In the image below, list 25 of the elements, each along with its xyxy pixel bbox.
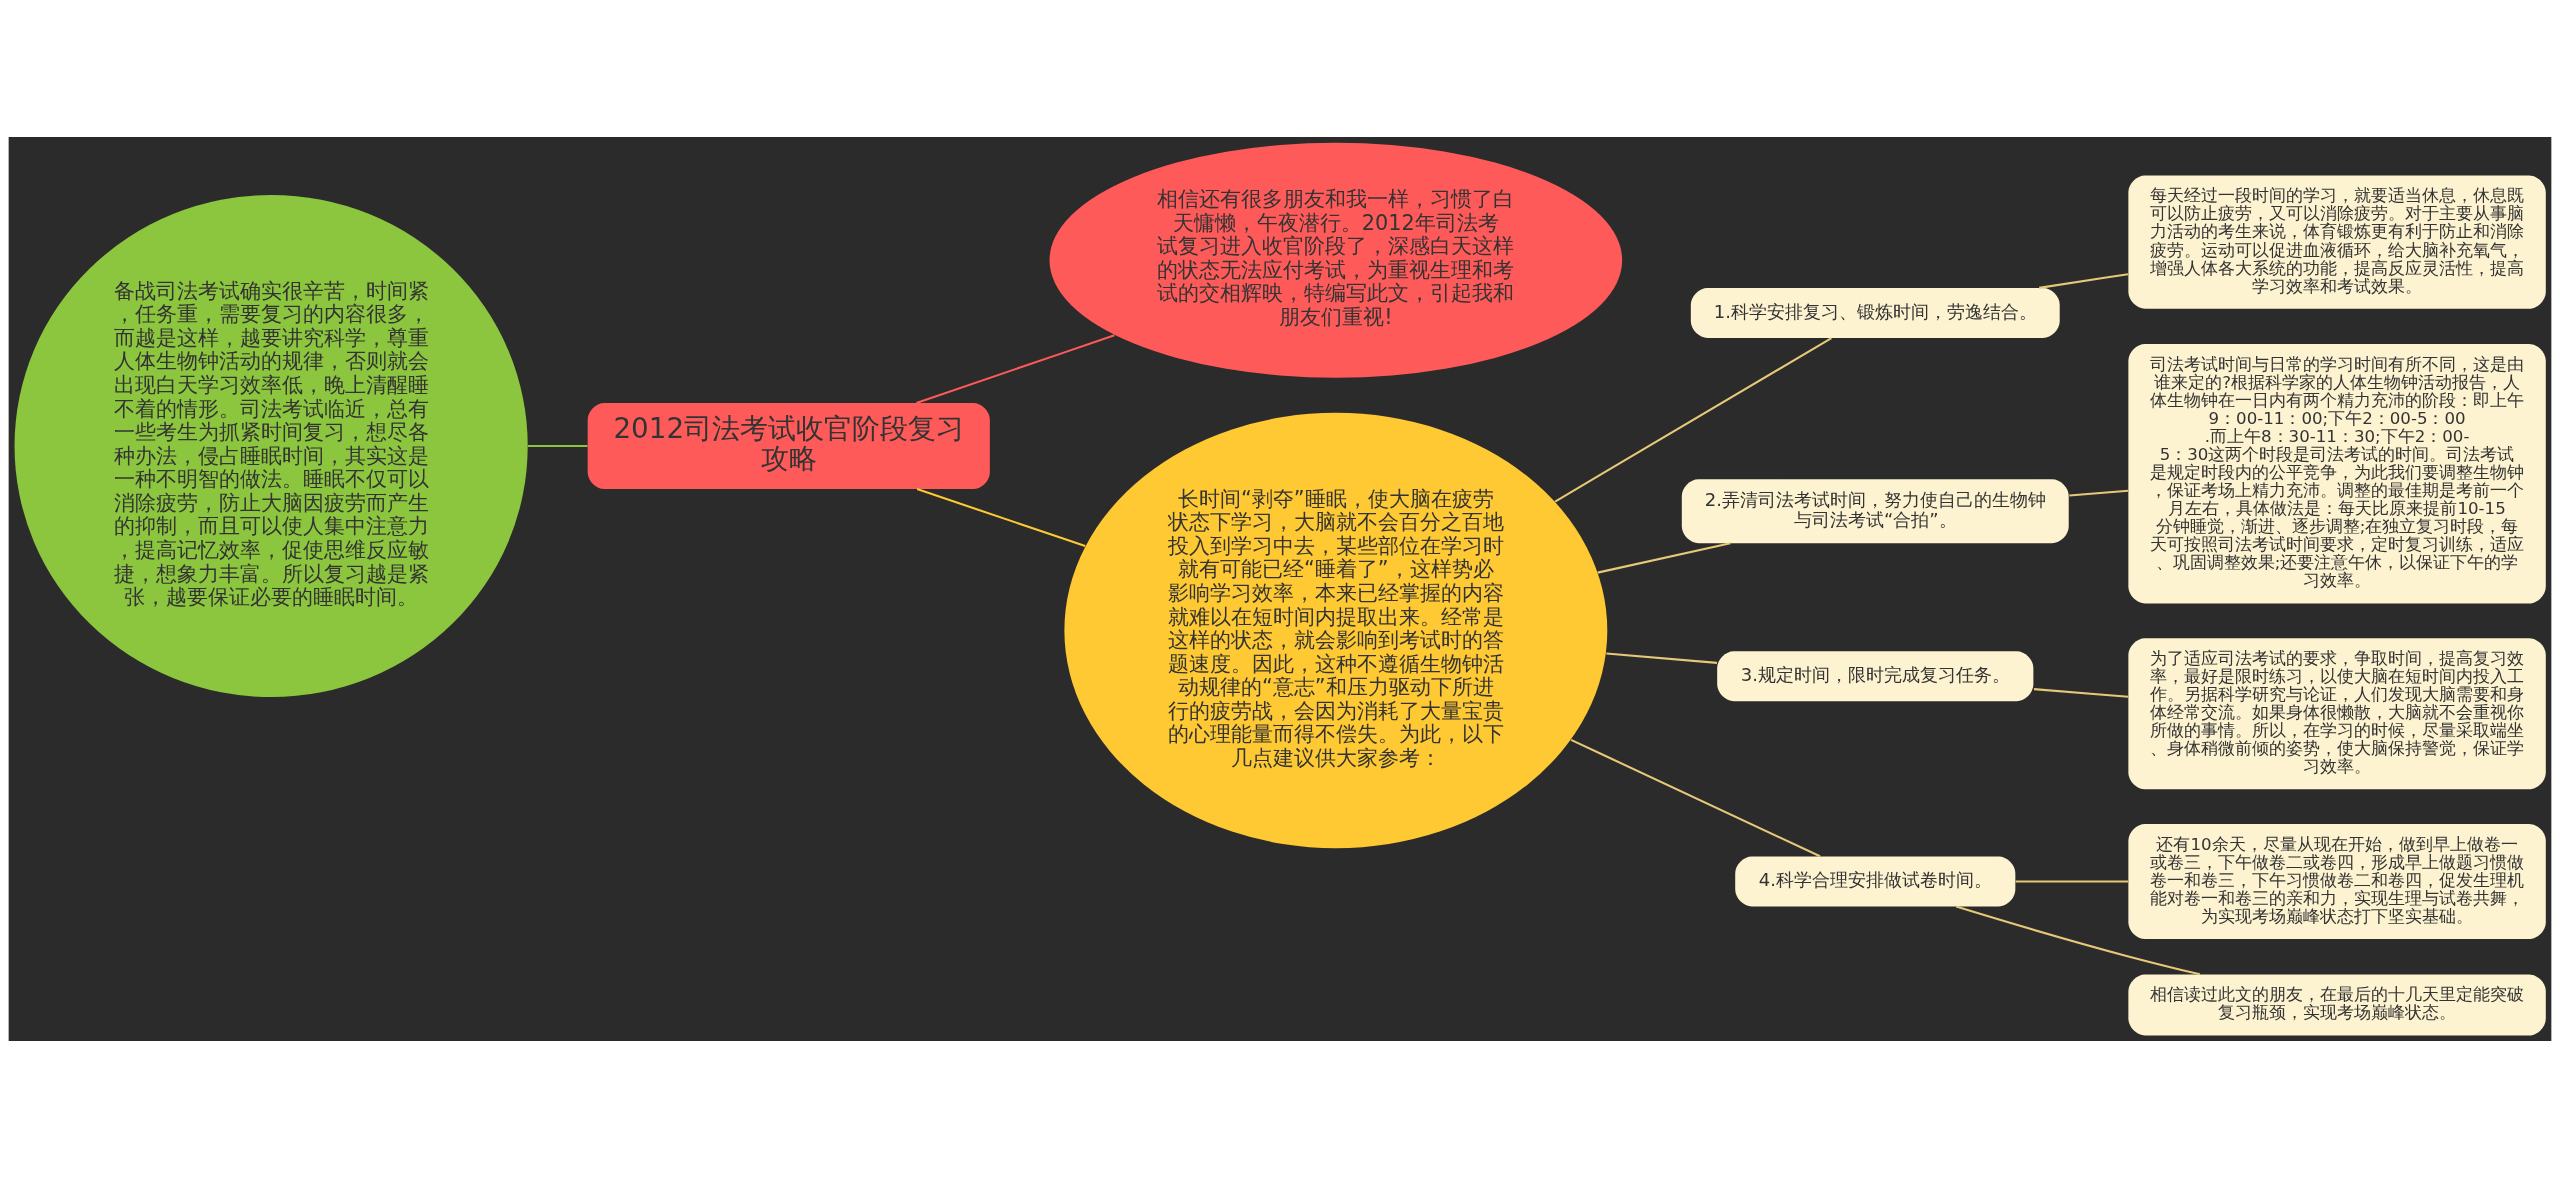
- connector: [2015, 880, 2129, 883]
- connector: [1955, 905, 2201, 975]
- connector: [2069, 489, 2129, 497]
- node-box: 1.科学安排复习、锻炼时间，劳逸结合。: [1690, 287, 2060, 338]
- node-box: 2.弄清司法考试时间，努力使自己的生物钟与司法考试“合拍”。: [1681, 478, 2069, 543]
- node-box: 每天经过一段时间的学习，就要适当休息，休息既可以防止疲劳，又可以消除疲劳。对于主要从事脑力活动的考生来说，体育锻炼更有利于防止和消除疲劳。运动可以促进血液循环，给大脑补充氧气，增强人体各大系统的功能，提高反应灵活性，提高学习效率和考试效果。: [2128, 175, 2546, 309]
- connector: [528, 444, 588, 447]
- connector: [1570, 738, 1821, 857]
- node-box: 司法考试时间与日常的学习时间有所不同，这是由谁来定的?根据科学家的人体生物钟活动报告，人体生物钟在一日内有两个精力充沛的阶段：即上午9：00-11：00;下午2：00-5：00.而上午8：30-11：30;下午2：00-5：30这两个时段是司法考试的时间。司法考试是规定时段内的公平竞争，为此我们要调整生物钟，保证考场上精力充沛。调整的最佳期是考前一个月左右，具体做法是：每天比原来提前10-15分钟睡觉，渐进、逐步调整;在独立复习时段，每天可按照司法考试时间要求，定时复习训练，适应、巩固调整效果;还要注意午休，以保证下午的学习效率。: [2128, 343, 2546, 603]
- node-ellipse: 长时间“剥夺”睡眠，使大脑在疲劳状态下学习，大脑就不会百分之百地投入到学习中去，某些部位在学习时就有可能已经“睡着了”，这样势必影响学习效率，本来已经掌握的内容就难以在短时间内提取出来。经常是这样的状态，就会影响到考试时的答题速度。因此，这种不遵循生物钟活动规律的“意志”和压力驱动下所进行的疲劳战，会因为消耗了大量宝贵的心理能量而得不偿失。为此，以下几点建议供大家参考：: [1064, 412, 1608, 848]
- node-box: 为了适应司法考试的要求，争取时间，提高复习效率，最好是限时练习，以使大脑在短时间内投入工作。另据科学研究与论证，人们发现大脑需要和身体经常交流。如果身体很懒散，大脑就不会重视你所做的事情。所以，在学习的时候，尽量采取端坐、身体稍微前倾的姿势，使大脑保持警觉，保证学习效率。: [2128, 637, 2546, 789]
- node-box: 3.规定时间，限时完成复习任务。: [1717, 650, 2034, 701]
- node-box: 4.科学合理安排做试卷时间。: [1735, 856, 2016, 906]
- connector: [916, 487, 1086, 547]
- node-ellipse: 相信还有很多朋友和我一样，习惯了白天慵懒，午夜潜行。2012年司法考试复习进入收官阶段了，深感白天这样的状态无法应付考试，为重视生理和考试的交相辉映，特编写此文，引起我和朋友们重视!: [1049, 142, 1623, 378]
- connector: [2033, 687, 2129, 698]
- connector: [916, 333, 1115, 404]
- node-box: 相信读过此文的朋友，在最后的十几天里定能突破复习瓶颈，实现考场巅峰状态。: [2128, 973, 2546, 1035]
- node-circle: 备战司法考试确实很辛苦，时间紧，任务重，需要复习的内容很多，而越是这样，越要讲究科学，尊重人体生物钟活动的规律，否则就会出现白天学习效率低，晚上清醒睡不着的情形。司法考试临近，总有一些考生为抓紧时间复习，想尽各种办法，侵占睡眠时间，其实这是一种不明智的做法。睡眠不仅可以消除疲劳，防止大脑因疲劳而产生的抑制，而且可以使人集中注意力，提高记忆效率，促使思维反应敏捷，想象力丰富。所以复习越是紧张，越要保证必要的睡眠时间。: [14, 194, 528, 697]
- node-box: 2012司法考试收官阶段复习攻略: [587, 402, 990, 489]
- node-box: 还有10余天，尽量从现在开始，做到早上做卷一或卷三，下午做卷二或卷四，形成早上做题习惯做卷一和卷三，下午习惯做卷二和卷四，促发生理机能对卷一和卷三的亲和力，实现生理与试卷共舞，为实现考场巅峰状态打下坚实基础。: [2128, 823, 2546, 939]
- connector: [1606, 651, 1718, 664]
- connector: [1554, 336, 1832, 502]
- connector: [2039, 272, 2129, 289]
- connector: [1597, 541, 1731, 574]
